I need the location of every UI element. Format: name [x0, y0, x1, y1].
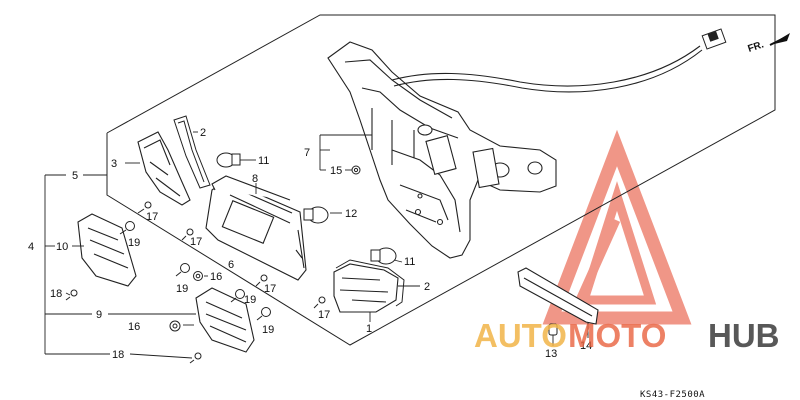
callout-16-a: 16 [210, 271, 222, 283]
front-direction-label: FR. [747, 39, 766, 55]
callout-16-b: 16 [128, 321, 140, 333]
callout-9: 9 [96, 309, 102, 321]
callout-18-b: 18 [112, 349, 124, 361]
callout-17-d: 17 [318, 309, 330, 321]
reflector-lower-part [195, 287, 255, 353]
callout-2-lower: 2 [424, 281, 430, 293]
callout-14: 14 [580, 340, 592, 352]
callout-17-a: 17 [146, 211, 158, 223]
callout-17-c: 17 [264, 283, 276, 295]
callout-3: 3 [111, 158, 117, 170]
license-lamp-part [205, 175, 307, 281]
callout-18-a: 18 [50, 288, 62, 300]
watermark-logo-icon [542, 129, 692, 325]
watermark-word-auto: AUTO [474, 317, 567, 354]
wire-connector-icon [701, 28, 727, 50]
leader-lines [44, 131, 589, 359]
left-gasket-part [173, 115, 211, 189]
bulb-lower-icon [370, 247, 397, 265]
callout-2-upper: 2 [200, 127, 206, 139]
callout-13: 13 [545, 348, 557, 360]
callout-4: 4 [28, 241, 34, 253]
bulb-upper-icon [216, 152, 241, 168]
callout-11-lower: 11 [404, 256, 415, 268]
callout-19-d: 19 [262, 324, 274, 336]
callout-19-a: 19 [128, 237, 140, 249]
part-code: KS43-F2500A [640, 390, 705, 400]
callout-19-c: 19 [244, 294, 256, 306]
screw-icons [65, 165, 558, 364]
front-direction-arrow-icon [769, 33, 790, 46]
rear-fender-assembly [327, 41, 557, 259]
callout-1: 1 [366, 323, 372, 335]
mud-flap-bracket-part [517, 267, 599, 325]
watermark-word-hub: HUB [708, 317, 780, 354]
callout-19-b: 19 [176, 283, 188, 295]
right-gasket-part [335, 259, 405, 307]
reflector-upper-part [77, 213, 137, 287]
callout-10: 10 [56, 241, 68, 253]
bulb-middle-icon [303, 206, 329, 224]
callout-numbers: 5 3 2 11 8 7 15 12 11 2 1 4 10 17 19 17 … [28, 127, 592, 361]
callout-8: 8 [252, 173, 258, 185]
callout-17-b: 17 [190, 236, 202, 248]
callout-7: 7 [304, 147, 310, 159]
watermark-word-moto: MOTO [568, 317, 666, 354]
left-rear-lens-part [137, 131, 191, 206]
callout-6: 6 [228, 259, 234, 271]
watermark-text: AUTO MOTO HUB [474, 317, 780, 354]
callout-12: 12 [345, 208, 357, 220]
callout-5: 5 [72, 170, 78, 182]
wire-harness [391, 45, 703, 93]
assembly-outline [106, 14, 776, 346]
callout-15: 15 [330, 165, 342, 177]
right-rear-lens-part [333, 263, 399, 313]
callout-11-upper: 11 [258, 155, 269, 167]
